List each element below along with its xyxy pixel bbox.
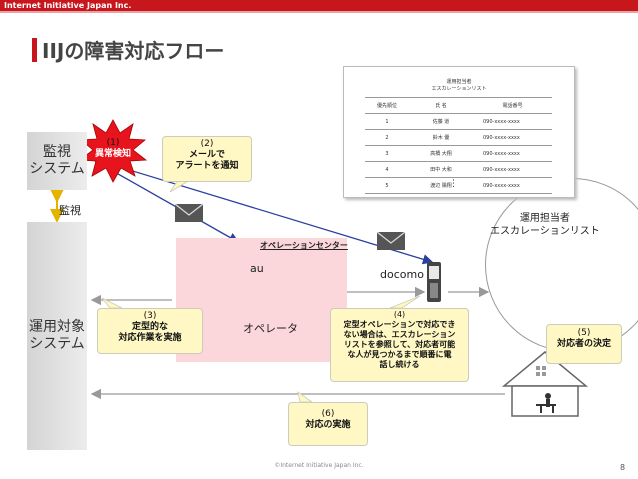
step3-number: (3): [143, 311, 157, 321]
carrier-au-label: au: [250, 262, 264, 275]
operations-center-area: [176, 238, 347, 362]
escalation-table: 優先順位 氏 名 電話番号 1 佐藤 道 090-xxxx-xxxx 2 鈴木 …: [365, 97, 552, 194]
name-cell: 佐藤 道: [409, 113, 473, 130]
step6-number: (6): [321, 409, 335, 419]
column-header-phone: 電話番号: [473, 97, 552, 114]
home-icon: [501, 351, 589, 417]
escalation-list-title: 運用担当者 エスカレーションリスト: [344, 79, 574, 93]
page-title: IIJの障害対応フロー: [42, 39, 225, 63]
carrier-docomo-label: docomo: [380, 268, 424, 281]
step1-label: (1) 異常検知: [88, 138, 138, 160]
company-name: Internet Initiative Japan Inc.: [4, 1, 132, 10]
step2-callout: (2) メールで アラートを通知: [162, 136, 252, 182]
priority-cell: 5: [365, 177, 409, 194]
priority-cell: 3: [365, 145, 409, 162]
step4-text: 定型オペレーションで対応でき ない場合は、エスカレーション リストを参照して、対…: [343, 320, 456, 369]
step5-text: 対応者の決定: [556, 339, 611, 349]
staff-label: 運用担当者 エスカレーションリスト: [490, 213, 600, 237]
monitoring-label: 監視: [59, 204, 81, 217]
table-row: 4 田中 大和 090-xxxx-xxxx: [365, 161, 552, 178]
page-number: 8: [620, 463, 626, 472]
table-row: 2 鈴木 優 090-xxxx-xxxx: [365, 129, 552, 146]
step3-callout: (3) 定型的な 対応作業を実施: [97, 308, 203, 354]
column-header-priority: 優先順位: [365, 97, 409, 114]
header-divider: [0, 11, 638, 13]
step6-callout: (6) 対応の実施: [288, 402, 368, 446]
mail-icon-1: [174, 203, 204, 222]
step2-number: (2): [200, 139, 214, 149]
phone-cell: 090-xxxx-xxxx: [473, 145, 552, 162]
monitoring-system-label: 監視 システム: [29, 143, 85, 178]
step3-text: 定型的な 対応作業を実施: [118, 322, 182, 343]
step1-number: (1): [106, 138, 120, 148]
name-cell: 渡辺 陽翔: [409, 177, 473, 194]
table-row: 3 高橋 大翔 090-xxxx-xxxx: [365, 145, 552, 162]
escalation-list-title-line2: エスカレーションリスト: [431, 86, 487, 92]
priority-cell: 2: [365, 129, 409, 146]
header-bar: [0, 0, 638, 11]
name-cell: 鈴木 優: [409, 129, 473, 146]
phone-cell: 090-xxxx-xxxx: [473, 177, 552, 194]
more-rows-indicator: ⋮: [449, 179, 458, 189]
operations-center-label: オペレーションセンター: [260, 241, 348, 250]
phone-cell: 090-xxxx-xxxx: [473, 113, 552, 130]
target-system-label: 運用対象 システム: [29, 318, 85, 353]
column-header-name: 氏 名: [409, 97, 473, 114]
priority-cell: 4: [365, 161, 409, 178]
table-row: 5 渡辺 陽翔 090-xxxx-xxxx: [365, 177, 552, 194]
step5-number: (5): [577, 328, 591, 338]
step5-callout: (5) 対応者の決定: [546, 324, 622, 364]
step1-text: 異常検知: [94, 149, 131, 159]
table-row: 1 佐藤 道 090-xxxx-xxxx: [365, 113, 552, 130]
name-cell: 田中 大和: [409, 161, 473, 178]
phone-cell: 090-xxxx-xxxx: [473, 161, 552, 178]
mail-icon-2: [376, 231, 406, 250]
alert-arrow-docomo: [89, 157, 434, 265]
escalation-list-title-line1: 運用担当者: [446, 79, 472, 85]
step2-text: メールで アラートを通知: [175, 150, 239, 171]
monitoring-system-box: 監視 システム: [27, 132, 87, 190]
table-header-row: 優先順位 氏 名 電話番号: [365, 97, 552, 114]
name-cell: 高橋 大翔: [409, 145, 473, 162]
callout-tail-4: [389, 295, 421, 309]
alert-burst: [78, 119, 148, 183]
title-accent: [32, 38, 37, 62]
operator-label: オペレータ: [243, 322, 298, 335]
phone-cell: 090-xxxx-xxxx: [473, 129, 552, 146]
step4-number: (4): [393, 310, 406, 319]
copyright-footer: ©Internet Initiative Japan Inc.: [274, 462, 364, 469]
target-system-box: 運用対象 システム: [27, 222, 87, 450]
escalation-list-card: 運用担当者 エスカレーションリスト 優先順位 氏 名 電話番号 1 佐藤 道 0…: [343, 66, 575, 198]
step4-callout: (4) 定型オペレーションで対応でき ない場合は、エスカレーション リストを参照…: [330, 308, 469, 382]
priority-cell: 1: [365, 113, 409, 130]
step6-text: 対応の実施: [305, 420, 351, 430]
mobile-phone-docomo-icon: [427, 262, 441, 302]
